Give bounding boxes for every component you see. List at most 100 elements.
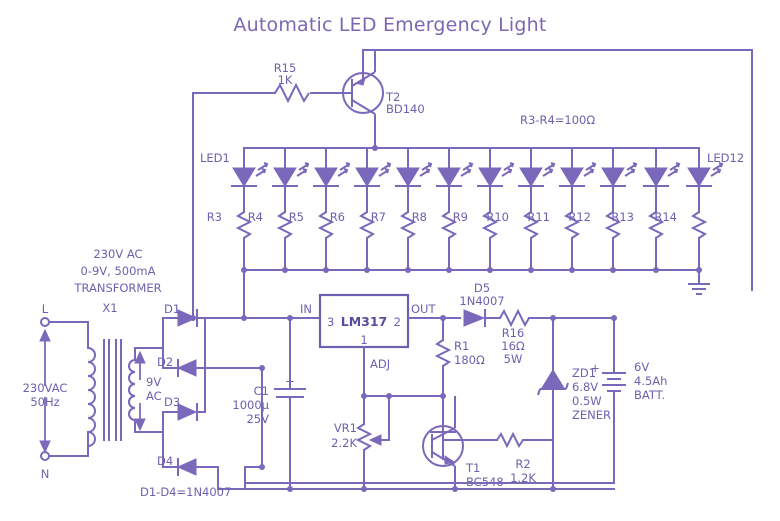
t2-part: BD140 bbox=[386, 102, 425, 116]
t1-ref: T1 bbox=[465, 461, 480, 475]
battery-capacity: 4.5Ah bbox=[634, 374, 667, 388]
zd1-type: ZENER bbox=[572, 408, 611, 422]
wire-bottom-rail bbox=[244, 464, 615, 490]
c1-rating: 25V bbox=[246, 412, 269, 426]
battery-voltage: 6V bbox=[634, 360, 649, 374]
r2-value: 1.2K bbox=[510, 471, 536, 485]
r15-ref: R15 bbox=[274, 61, 297, 75]
transformer-spec-label: TRANSFORMER bbox=[73, 281, 161, 295]
led-branch bbox=[395, 147, 433, 273]
junction-dot bbox=[372, 145, 378, 151]
led-first-label: LED1 bbox=[200, 151, 230, 165]
r1-ref: R1 bbox=[454, 339, 469, 353]
wire-r15-branch bbox=[192, 92, 339, 319]
c1-polarity: + bbox=[285, 374, 295, 388]
lm317-body bbox=[318, 293, 410, 349]
lm317-pin-out-label: OUT bbox=[411, 302, 436, 316]
c1-ref: C1 bbox=[254, 384, 269, 398]
component-d2 bbox=[162, 347, 263, 377]
led-branch bbox=[354, 147, 392, 273]
component-d3 bbox=[162, 317, 206, 433]
lm317-ref: LM317 bbox=[341, 314, 388, 329]
zd1-value: 6.8V bbox=[572, 380, 598, 394]
led-branch bbox=[518, 147, 556, 273]
led-resistor-ref: R6 bbox=[330, 210, 345, 224]
secondary-voltage: 9V bbox=[146, 375, 161, 389]
led-branch bbox=[477, 147, 515, 273]
led-resistor-ref: R8 bbox=[412, 210, 427, 224]
note-led-resistors: R3-R4=100Ω bbox=[520, 113, 595, 127]
t2-ref: T2 bbox=[385, 90, 400, 104]
vr1-ref: VR1 bbox=[334, 421, 357, 435]
led-last-label: LED12 bbox=[707, 151, 744, 165]
component-r1 bbox=[434, 317, 452, 397]
component-t1 bbox=[422, 396, 470, 492]
component-t2 bbox=[338, 50, 384, 148]
secondary-ac-label: AC bbox=[146, 389, 162, 403]
lm317-pin-in-number: 3 bbox=[327, 315, 334, 329]
vr1-value: 2.2K bbox=[331, 436, 357, 450]
lm317-pin-adj-number: 1 bbox=[360, 333, 367, 347]
led-resistor-ref: R11 bbox=[527, 210, 550, 224]
c1-value: 1000µ bbox=[232, 398, 269, 412]
note-bridge-diodes: D1-D4=1N4007 bbox=[140, 485, 231, 499]
component-r16 bbox=[499, 308, 615, 328]
line-terminal-label: L bbox=[42, 302, 49, 316]
component-battery bbox=[244, 315, 626, 484]
page-title: Automatic LED Emergency Light bbox=[233, 14, 547, 36]
zd1-rating: 0.5W bbox=[572, 394, 602, 408]
battery-label: BATT. bbox=[634, 388, 665, 402]
lm317-pin-out-number: 2 bbox=[394, 315, 401, 329]
transformer-spec-secondary: 0-9V, 500mA bbox=[81, 264, 156, 278]
line-terminal bbox=[40, 317, 50, 327]
r2-ref: R2 bbox=[515, 457, 530, 471]
led-resistor-ref: R5 bbox=[289, 210, 304, 224]
mains-voltage-indicator bbox=[39, 328, 51, 454]
led-branch bbox=[436, 147, 474, 273]
lm317-pin-adj-label: ADJ bbox=[370, 357, 390, 371]
led-array: R3 R4 bbox=[207, 147, 724, 273]
wire-bridge-negative bbox=[259, 365, 265, 468]
mains-frequency: 50Hz bbox=[30, 395, 59, 409]
d1-ref: D1 bbox=[164, 302, 180, 316]
led-resistor-ref: R4 bbox=[248, 210, 263, 224]
neutral-terminal-label: N bbox=[41, 467, 50, 481]
led-branch bbox=[600, 147, 638, 273]
led-resistor-ref: R10 bbox=[486, 210, 509, 224]
d2-ref: D2 bbox=[157, 355, 173, 369]
transformer-spec-voltage: 230V AC bbox=[93, 247, 142, 261]
led-resistor-ref: R7 bbox=[371, 210, 386, 224]
transformer-secondary bbox=[128, 347, 164, 433]
led-branch bbox=[686, 147, 724, 273]
wire-mains bbox=[48, 321, 89, 457]
component-r15 bbox=[274, 82, 310, 104]
d4-ref: D4 bbox=[157, 454, 173, 468]
led-resistor-ref: R9 bbox=[453, 210, 468, 224]
led-resistor-ref: R14 bbox=[654, 210, 677, 224]
r1-value: 180Ω bbox=[454, 353, 485, 367]
component-d5 bbox=[463, 309, 501, 327]
wire-reg-input bbox=[241, 315, 321, 321]
led-branch bbox=[272, 147, 310, 273]
secondary-voltage-indicator bbox=[134, 350, 146, 432]
d5-part: 1N4007 bbox=[459, 294, 504, 308]
d3-ref: D3 bbox=[164, 395, 180, 409]
component-vr1 bbox=[355, 395, 390, 492]
led-resistor-ref: R13 bbox=[611, 210, 634, 224]
junction-dot bbox=[190, 315, 196, 321]
mains-voltage: 230VAC bbox=[23, 381, 68, 395]
battery-polarity: + bbox=[590, 361, 600, 375]
zd1-ref: ZD1 bbox=[572, 366, 596, 380]
wire-led-bottom-bus bbox=[243, 269, 710, 319]
led-resistor-ref: R3 bbox=[207, 210, 222, 224]
transformer-ref: X1 bbox=[102, 301, 117, 315]
component-zd1 bbox=[537, 315, 569, 492]
led-resistor-ref: R12 bbox=[568, 210, 591, 224]
r15-value: 1K bbox=[278, 73, 293, 87]
led-branch bbox=[231, 147, 269, 273]
r16-ref: R16 bbox=[502, 326, 525, 340]
component-r2 bbox=[469, 394, 554, 449]
r16-value: 16Ω bbox=[501, 339, 525, 353]
wire-divider-node bbox=[361, 393, 446, 399]
